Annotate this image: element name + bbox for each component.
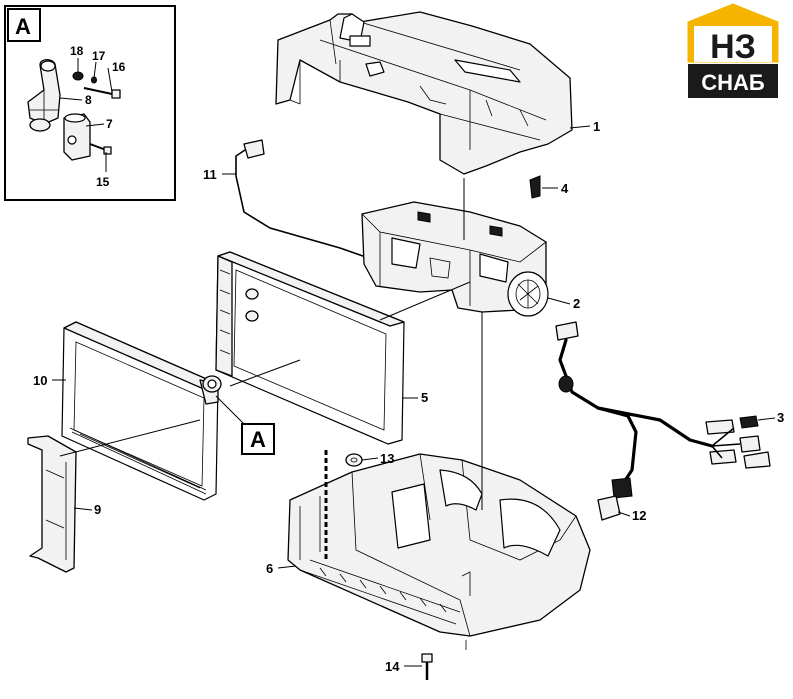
callout-10: 10 — [33, 373, 47, 388]
callout-15: 15 — [96, 175, 110, 189]
bracket-part-9 — [27, 435, 77, 573]
callout-13: 13 — [380, 451, 394, 466]
washer-part-18 — [72, 71, 84, 81]
inset-detail-a: A — [4, 5, 176, 201]
callout-12: 12 — [632, 508, 646, 523]
sensor-connector-part-12 — [597, 477, 633, 521]
screw-part-15 — [89, 143, 112, 155]
leader-1 — [569, 125, 591, 129]
lower-housing-part-6 — [287, 450, 591, 650]
evaporator-core-part-5 — [215, 251, 405, 445]
detail-a-reference: A — [215, 395, 275, 455]
callout-7: 7 — [106, 117, 113, 131]
valve-block-part-7 — [63, 113, 91, 161]
leader-6 — [277, 565, 297, 569]
inset-label: A — [15, 14, 31, 39]
leader-13 — [361, 457, 379, 461]
callout-8: 8 — [85, 93, 92, 107]
logo-mark: НЗ — [710, 28, 756, 66]
sensor-wire-part-11 — [235, 139, 381, 263]
brand-logo: НЗ СНАБ — [687, 3, 779, 98]
callout-18: 18 — [70, 44, 84, 58]
wiring-harness-part-3 — [555, 321, 771, 490]
callout-4: 4 — [561, 181, 569, 196]
callout-6: 6 — [266, 561, 273, 576]
callout-1: 1 — [593, 119, 600, 134]
inset-label-box — [7, 8, 41, 42]
callout-3: 3 — [777, 410, 784, 425]
upper-housing-part-1 — [275, 11, 573, 175]
logo-caption-bar — [688, 64, 778, 98]
logo-mark-panel — [694, 26, 772, 62]
heater-core-part-10 — [61, 321, 222, 501]
leader-12 — [617, 511, 631, 517]
screw-part-16 — [83, 87, 121, 99]
leader-9 — [73, 507, 93, 511]
leader-3 — [757, 417, 776, 421]
detail-a-label: A — [250, 427, 266, 452]
screw-part-14 — [421, 653, 433, 680]
detail-a-box — [241, 423, 275, 455]
pipe-part-8 — [27, 58, 61, 132]
callout-9: 9 — [94, 502, 101, 517]
clip-part-4 — [529, 175, 541, 199]
callout-11: 11 — [203, 167, 217, 182]
blower-assembly-part-2 — [361, 201, 549, 317]
logo-caption: СНАБ — [701, 70, 765, 95]
callout-5: 5 — [421, 390, 428, 405]
callout-2: 2 — [573, 296, 580, 311]
callout-17: 17 — [92, 49, 106, 63]
callout-14: 14 — [385, 659, 400, 674]
callout-16: 16 — [112, 60, 126, 74]
leader-2 — [547, 297, 571, 305]
assembly-lines — [59, 178, 483, 510]
nut-part-13 — [345, 453, 363, 467]
